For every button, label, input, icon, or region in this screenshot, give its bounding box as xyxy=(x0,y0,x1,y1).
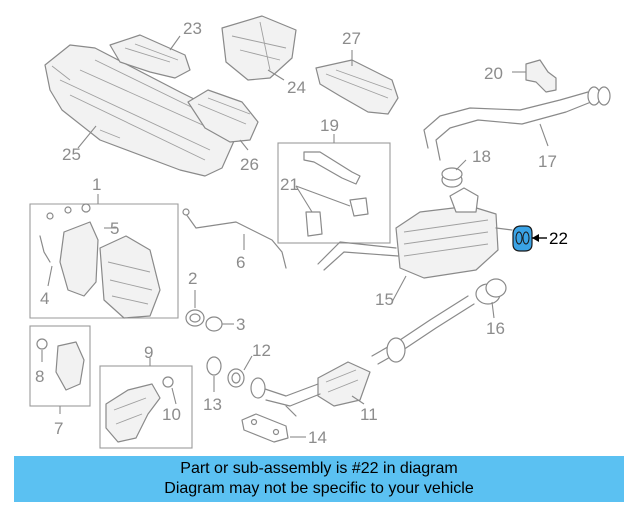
callout-14: 14 xyxy=(308,428,327,447)
callout-10: 10 xyxy=(162,405,181,424)
part-25-heat-shield xyxy=(44,44,239,177)
callout-18: 18 xyxy=(472,147,491,166)
banner-line-2: Diagram may not be specific to your vehi… xyxy=(164,480,474,497)
part-15-muffler xyxy=(317,187,513,303)
callout-5: 5 xyxy=(110,219,119,238)
callout-11: 11 xyxy=(360,405,378,424)
info-banner: Part or sub-assembly is #22 in diagram D… xyxy=(14,456,624,502)
box-9 xyxy=(99,358,193,449)
callout-15: 15 xyxy=(375,290,394,309)
part-14-bracket xyxy=(241,413,306,443)
part-6-pipe xyxy=(182,208,287,269)
callout-25: 25 xyxy=(62,145,81,164)
part-12-gasket xyxy=(227,355,253,388)
callout-9: 9 xyxy=(144,343,153,362)
callout-27: 27 xyxy=(342,29,361,48)
box-1 xyxy=(29,194,179,319)
box-19 xyxy=(277,134,391,244)
callout-4: 4 xyxy=(40,289,49,308)
callout-20: 20 xyxy=(484,64,503,83)
part-17-tail-pipe xyxy=(423,86,611,161)
part-26-heat-shield xyxy=(187,89,259,151)
box-7 xyxy=(29,325,91,414)
callout-22: 22 xyxy=(549,229,568,248)
part-27-heat-shield xyxy=(315,50,399,115)
callout-16: 16 xyxy=(486,319,505,338)
callout-26: 26 xyxy=(240,155,259,174)
banner-line-1: Part or sub-assembly is #22 in diagram xyxy=(180,460,458,477)
callout-19: 19 xyxy=(320,116,339,135)
callout-3: 3 xyxy=(236,315,245,334)
part-16-clamp xyxy=(475,278,507,319)
callout-6: 6 xyxy=(236,253,245,272)
callout-12: 12 xyxy=(252,341,271,360)
callout-13: 13 xyxy=(203,395,222,414)
part-24-heat-shield xyxy=(221,15,297,81)
callout-24: 24 xyxy=(287,78,306,97)
part-3-gasket xyxy=(205,316,234,332)
callout-2: 2 xyxy=(188,269,197,288)
callout-7: 7 xyxy=(54,419,63,438)
callout-1: 1 xyxy=(92,175,101,194)
part-11-front-pipe xyxy=(250,295,475,417)
part-23-heat-shield xyxy=(109,34,191,79)
callout-17: 17 xyxy=(538,152,557,171)
part-2-gasket xyxy=(185,290,205,327)
part-20-hanger xyxy=(512,59,557,93)
callout-21: 21 xyxy=(280,175,299,194)
part-22-hanger xyxy=(512,225,547,252)
part-13-gasket xyxy=(206,356,222,392)
callout-8: 8 xyxy=(35,367,44,386)
callout-23: 23 xyxy=(183,19,202,38)
part-18-clamp xyxy=(441,159,467,188)
